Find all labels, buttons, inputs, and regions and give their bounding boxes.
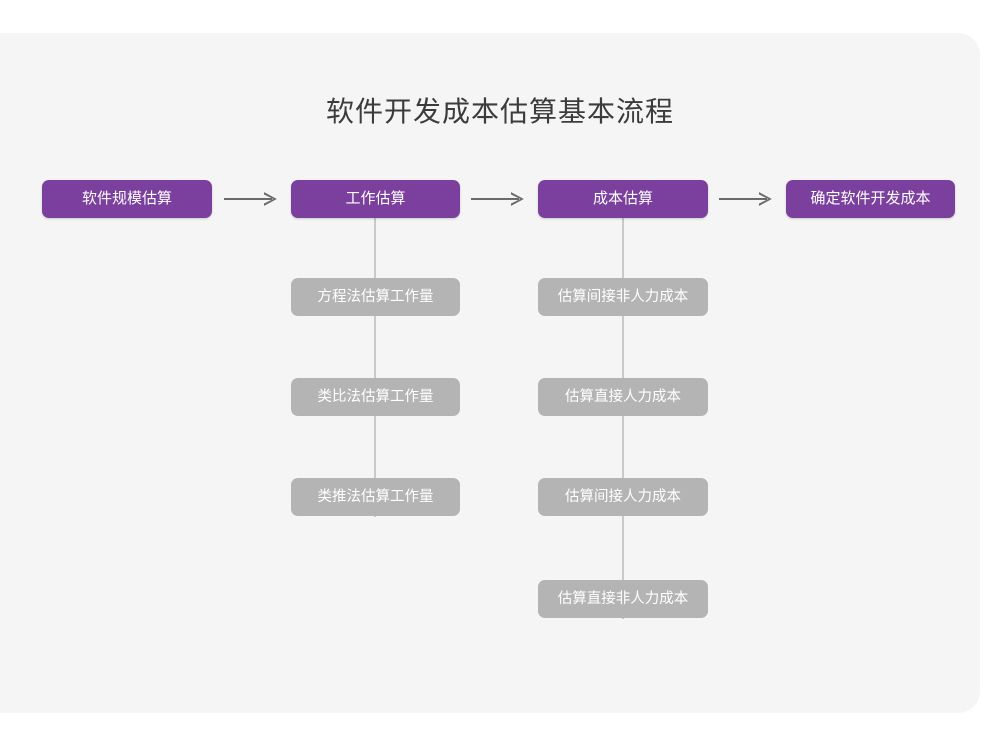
connector-line-stage2 <box>374 217 376 517</box>
arrow-shaft <box>224 198 272 200</box>
arrow-stage2-to-stage3 <box>471 189 529 209</box>
arrow-shaft <box>471 198 519 200</box>
substep-node-stage2-1[interactable]: 方程法估算工作量 <box>291 278 460 316</box>
stage-node-3[interactable]: 成本估算 <box>538 180 708 218</box>
arrow-shaft <box>719 198 767 200</box>
arrow-stage1-to-stage2 <box>224 189 282 209</box>
arrow-stage3-to-stage4 <box>719 189 777 209</box>
substep-node-stage2-3[interactable]: 类推法估算工作量 <box>291 478 460 516</box>
substep-node-stage2-2[interactable]: 类比法估算工作量 <box>291 378 460 416</box>
page-title: 软件开发成本估算基本流程 <box>325 96 674 127</box>
substep-node-stage3-4[interactable]: 估算直接非人力成本 <box>538 580 708 618</box>
substep-node-stage3-1[interactable]: 估算间接非人力成本 <box>538 278 708 316</box>
substep-node-stage3-2[interactable]: 估算直接人力成本 <box>538 378 708 416</box>
substep-node-stage3-3[interactable]: 估算间接人力成本 <box>538 478 708 516</box>
diagram-card <box>0 33 980 713</box>
stage-node-1[interactable]: 软件规模估算 <box>42 180 212 218</box>
connector-line-stage3 <box>622 217 624 619</box>
stage-node-4[interactable]: 确定软件开发成本 <box>786 180 955 218</box>
stage-node-2[interactable]: 工作估算 <box>291 180 460 218</box>
